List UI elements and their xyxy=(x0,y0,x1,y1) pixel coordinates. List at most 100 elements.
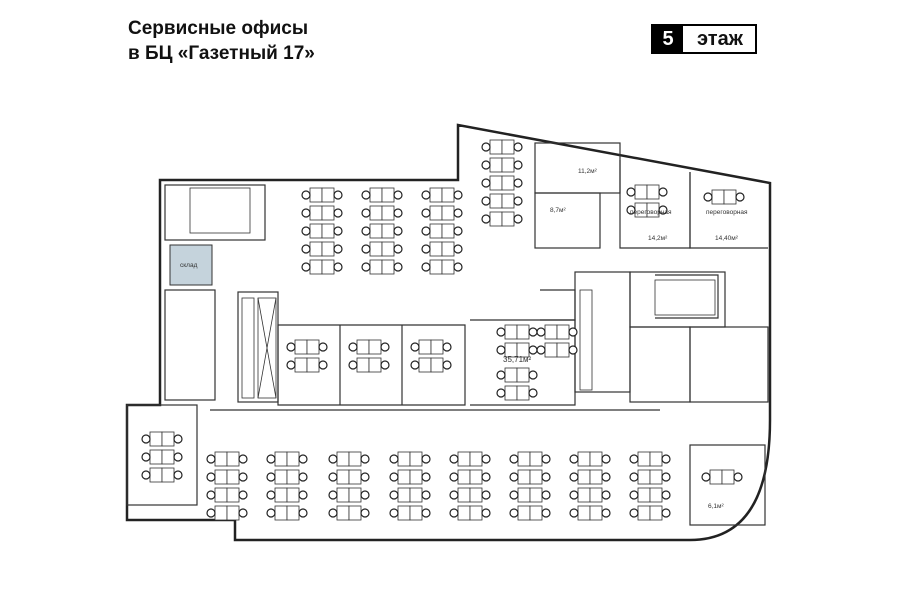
chair-icon xyxy=(481,490,491,500)
office-cluster-desk xyxy=(294,357,308,373)
bottom-cluster-desk xyxy=(286,451,300,467)
chair-icon xyxy=(541,472,551,482)
chair-icon xyxy=(541,490,551,500)
top-cluster-desk xyxy=(321,223,335,239)
chair-icon xyxy=(238,472,248,482)
room-labels: склад 11,2м² 8,7м² переговорная 14,2м² п… xyxy=(180,168,748,510)
chair-icon xyxy=(421,244,431,254)
chair-icon xyxy=(360,490,370,500)
chair-icon xyxy=(449,490,459,500)
bottom-cluster-desk xyxy=(589,505,603,521)
chair-icon xyxy=(421,226,431,236)
bottom-cluster-desk xyxy=(409,469,423,485)
kitchen-table-desk xyxy=(544,324,558,340)
top-cluster-desk xyxy=(381,259,395,275)
kitchen-table-desk xyxy=(504,385,518,401)
floor-word: этаж xyxy=(697,27,743,50)
chair-icon xyxy=(733,472,743,482)
chair-icon xyxy=(298,490,308,500)
chair-icon xyxy=(629,454,639,464)
chair-icon xyxy=(421,472,431,482)
floor-badge: 5 этаж xyxy=(651,24,757,54)
chair-icon xyxy=(541,508,551,518)
chair-icon xyxy=(536,345,546,355)
chair-icon xyxy=(568,327,578,337)
bottom-cluster-desk xyxy=(637,451,651,467)
meeting-1-table-desk xyxy=(646,184,660,200)
right-cluster-desk xyxy=(489,139,503,155)
chair-icon xyxy=(298,508,308,518)
chair-icon xyxy=(453,262,463,272)
right-cluster-desk xyxy=(501,211,515,227)
corner-office-desk xyxy=(709,469,723,485)
chair-icon xyxy=(569,508,579,518)
top-cluster-desk xyxy=(309,205,323,221)
top-cluster-desk xyxy=(369,187,383,203)
chair-icon xyxy=(318,360,328,370)
chair-icon xyxy=(496,370,506,380)
kitchen-table-desk xyxy=(516,385,530,401)
bottom-cluster-desk xyxy=(336,469,350,485)
bottom-cluster-desk xyxy=(214,505,228,521)
chair-icon xyxy=(629,508,639,518)
office-cluster-desk xyxy=(418,357,432,373)
top-cluster-desk xyxy=(441,259,455,275)
chair-icon xyxy=(629,472,639,482)
kitchen-table-desk xyxy=(504,367,518,383)
interior-walls xyxy=(126,142,769,526)
chair-icon xyxy=(393,208,403,218)
office-cluster-desk xyxy=(418,339,432,355)
top-cluster-desk xyxy=(429,187,443,203)
top-cluster-desk xyxy=(441,205,455,221)
top-cluster-desk xyxy=(369,205,383,221)
bottom-cluster-desk xyxy=(529,487,543,503)
chair-icon xyxy=(421,190,431,200)
chair-icon xyxy=(569,472,579,482)
right-cluster-desk xyxy=(489,157,503,173)
chair-icon xyxy=(410,360,420,370)
right-cluster-desk xyxy=(501,139,515,155)
chair-icon xyxy=(298,472,308,482)
chair-icon xyxy=(389,508,399,518)
chair-icon xyxy=(496,345,506,355)
chair-icon xyxy=(286,342,296,352)
chair-icon xyxy=(173,434,183,444)
chair-icon xyxy=(421,208,431,218)
bottom-cluster-desk xyxy=(226,451,240,467)
bottom-cluster-desk xyxy=(529,505,543,521)
bottom-cluster-desk xyxy=(649,487,663,503)
chair-icon xyxy=(301,190,311,200)
bottom-cluster-desk xyxy=(589,469,603,485)
bottom-cluster-desk xyxy=(286,505,300,521)
top-cluster-desk xyxy=(309,241,323,257)
chair-icon xyxy=(393,226,403,236)
chair-icon xyxy=(333,244,343,254)
top-cluster-desk xyxy=(381,205,395,221)
bottom-cluster-desk xyxy=(214,487,228,503)
chair-icon xyxy=(238,454,248,464)
chair-icon xyxy=(206,454,216,464)
right-cluster-desk xyxy=(501,157,515,173)
chair-icon xyxy=(421,508,431,518)
bottom-cluster-desk xyxy=(457,505,471,521)
top-cluster-desk xyxy=(369,259,383,275)
office-cluster-desk xyxy=(430,357,444,373)
chair-icon xyxy=(509,454,519,464)
chair-icon xyxy=(658,187,668,197)
bottom-cluster-desk xyxy=(517,469,531,485)
chair-icon xyxy=(528,345,538,355)
meeting-2-table-desk xyxy=(723,189,737,205)
bottom-cluster-desk xyxy=(577,451,591,467)
meeting-1-area: 14,2м² xyxy=(648,235,668,242)
chair-icon xyxy=(449,508,459,518)
chair-icon xyxy=(286,360,296,370)
bottom-cluster-desk xyxy=(214,469,228,485)
chair-icon xyxy=(449,472,459,482)
chair-icon xyxy=(421,262,431,272)
chair-icon xyxy=(513,142,523,152)
bottom-cluster-desk xyxy=(214,451,228,467)
bottom-cluster-desk xyxy=(348,487,362,503)
chair-icon xyxy=(333,190,343,200)
chair-icon xyxy=(360,508,370,518)
